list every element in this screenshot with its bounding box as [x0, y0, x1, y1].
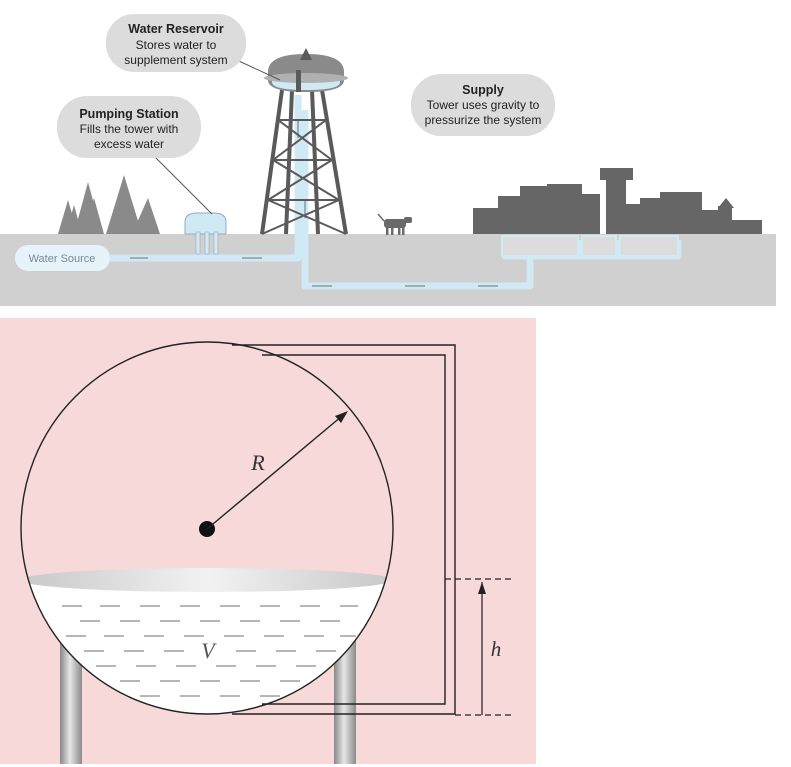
supply-callout: Supply Tower uses gravity to pressurize …	[411, 74, 555, 136]
water-tank	[264, 48, 348, 92]
water-source-label: Water Source	[29, 253, 96, 265]
city-skyline	[473, 168, 762, 234]
gauge-pipe	[232, 344, 456, 715]
water-tower-system-illustration: Water Reservoir Stores water to suppleme…	[0, 0, 776, 306]
radius-arrow	[199, 411, 348, 537]
right-leg	[334, 638, 356, 764]
cow	[377, 213, 412, 235]
height-dimension	[445, 578, 512, 716]
pumping-station	[184, 212, 227, 255]
pumping-line2: excess water	[94, 137, 164, 151]
supply-title: Supply	[462, 83, 504, 97]
reservoir-line1: Stores water to	[136, 38, 217, 52]
supply-line1: Tower uses gravity to	[427, 98, 540, 112]
forest	[58, 175, 160, 234]
spherical-tank-diagram: R V h	[0, 318, 536, 764]
pumping-title: Pumping Station	[79, 107, 178, 121]
reservoir-title: Water Reservoir	[128, 22, 224, 36]
reservoir-callout: Water Reservoir Stores water to suppleme…	[106, 14, 246, 72]
height-label: h	[491, 637, 502, 661]
sphere-outline	[20, 341, 394, 715]
reservoir-line2: supplement system	[124, 53, 227, 67]
pumping-callout: Pumping Station Fills the tower with exc…	[57, 96, 201, 158]
basements	[501, 235, 679, 257]
volume-label: V	[201, 638, 217, 663]
left-leg	[60, 638, 82, 764]
water-source-pill: Water Source	[15, 245, 110, 271]
water-dashes	[62, 605, 358, 697]
supply-line2: pressurize the system	[425, 113, 542, 127]
pumping-line1: Fills the tower with	[80, 122, 179, 136]
radius-label: R	[250, 450, 265, 475]
water-tower	[260, 89, 348, 235]
